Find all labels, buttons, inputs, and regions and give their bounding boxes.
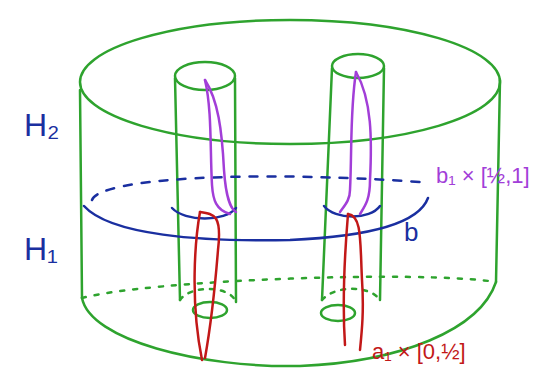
curve-label: b <box>404 218 418 247</box>
handlebody-label: H₁ <box>24 232 58 267</box>
curve-label: b₁ × [½,1] <box>436 164 530 188</box>
handlebody-label: H₂ <box>24 108 60 143</box>
curve-label: a₁ × [0,½] <box>372 340 466 364</box>
